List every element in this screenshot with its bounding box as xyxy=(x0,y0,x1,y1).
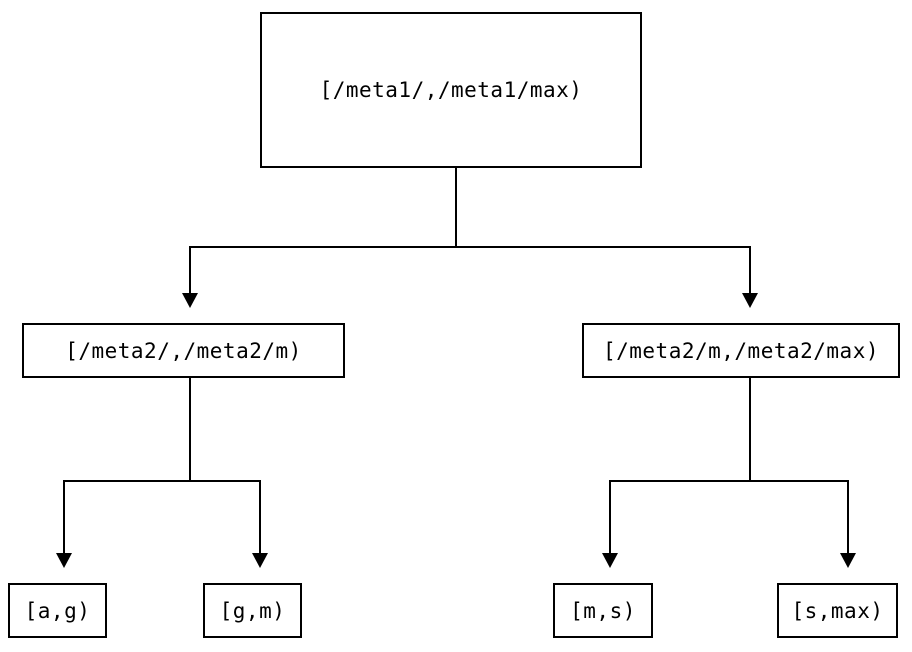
arrowhead-leaf-ag-icon xyxy=(56,553,72,568)
node-leaf-ms-label: [m,s) xyxy=(570,598,636,623)
edge-root-stem-line xyxy=(455,168,457,248)
edge-to-leaf-ag-line xyxy=(63,480,65,554)
node-leaf-smax: [s,max) xyxy=(777,583,898,638)
edge-level2-right-crossbar-line xyxy=(609,480,849,482)
node-meta2-left-label: [/meta2/,/meta2/m) xyxy=(65,338,302,363)
node-meta2-right-label: [/meta2/m,/meta2/max) xyxy=(602,338,879,363)
arrowhead-leaf-smax-icon xyxy=(840,553,856,568)
edge-to-leaf-ms-line xyxy=(609,480,611,554)
node-meta2-right: [/meta2/m,/meta2/max) xyxy=(582,323,900,378)
edge-level1-crossbar-line xyxy=(189,246,751,248)
edge-meta2-left-stem-line xyxy=(189,378,191,482)
arrowhead-leaf-ms-icon xyxy=(602,553,618,568)
edge-to-meta2-right-line xyxy=(749,246,751,294)
node-leaf-ag: [a,g) xyxy=(8,583,107,638)
node-leaf-smax-label: [s,max) xyxy=(791,598,884,623)
node-leaf-ag-label: [a,g) xyxy=(24,598,91,623)
arrowhead-leaf-gm-icon xyxy=(252,553,268,568)
edge-level2-left-crossbar-line xyxy=(63,480,261,482)
edge-meta2-right-stem-line xyxy=(749,378,751,482)
node-leaf-gm-label: [g,m) xyxy=(219,598,286,623)
arrowhead-meta2-left-icon xyxy=(182,293,198,308)
edge-to-meta2-left-line xyxy=(189,246,191,294)
node-leaf-gm: [g,m) xyxy=(203,583,302,638)
node-meta2-left: [/meta2/,/meta2/m) xyxy=(22,323,345,378)
node-root: [/meta1/,/meta1/max) xyxy=(260,12,642,168)
edge-to-leaf-smax-line xyxy=(847,480,849,554)
node-leaf-ms: [m,s) xyxy=(553,583,653,638)
node-root-label: [/meta1/,/meta1/max) xyxy=(319,78,583,102)
edge-to-leaf-gm-line xyxy=(259,480,261,554)
arrowhead-meta2-right-icon xyxy=(742,293,758,308)
